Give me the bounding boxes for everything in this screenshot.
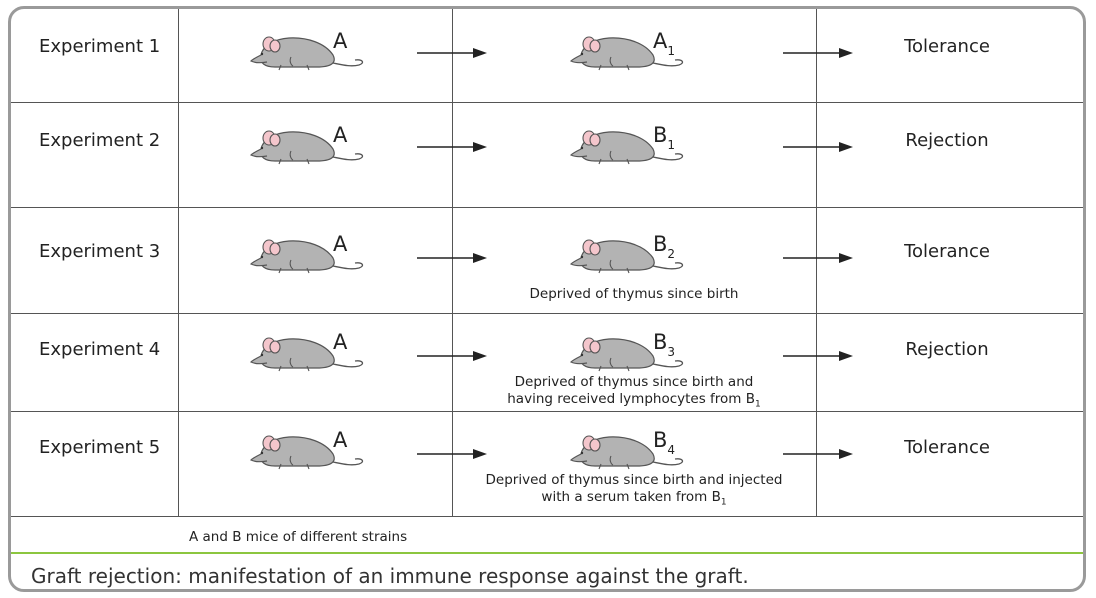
- note-line-2: with a serum taken from B1: [453, 489, 815, 509]
- mouse-icon: [247, 228, 367, 278]
- experiment-result: Tolerance: [847, 437, 1047, 458]
- note-subscript: 1: [721, 498, 727, 508]
- graft-rejection-caption: Graft rejection: manifestation of an imm…: [31, 564, 749, 588]
- recipient-mouse-strain-subscript: 2: [667, 247, 675, 261]
- recipient-mouse: B3: [567, 326, 697, 376]
- arrow-to-result: [783, 444, 855, 464]
- experiment-row: Experiment 2 A B1 Rejection: [11, 103, 1083, 207]
- donor-mouse: A: [247, 424, 377, 474]
- donor-mouse-strain-label: A: [333, 332, 347, 353]
- note-line-2: having received lymphocytes from B1: [453, 391, 815, 411]
- donor-mouse: A: [247, 119, 377, 169]
- recipient-mouse-strain-label: B1: [653, 125, 675, 149]
- mouse-icon: [247, 25, 367, 75]
- experiment-label: Experiment 3: [39, 241, 160, 262]
- arrow-to-recipient: [417, 444, 489, 464]
- recipient-mouse: A1: [567, 25, 697, 75]
- recipient-mouse-strain-subscript: 1: [667, 138, 675, 152]
- recipient-condition-note: Deprived of thymus since birth and injec…: [453, 472, 815, 509]
- mouse-icon: [247, 119, 367, 169]
- recipient-mouse: B2: [567, 228, 697, 278]
- experiment-result: Rejection: [847, 339, 1047, 360]
- arrow-to-result: [783, 137, 855, 157]
- note-line-1: Deprived of thymus since birth and injec…: [453, 472, 815, 489]
- mouse-icon: [247, 326, 367, 376]
- arrow-to-recipient: [417, 248, 489, 268]
- recipient-mouse-strain-label: B2: [653, 234, 675, 258]
- green-divider: [11, 552, 1083, 554]
- experiment-label: Experiment 5: [39, 437, 160, 458]
- donor-mouse: A: [247, 228, 377, 278]
- donor-mouse: A: [247, 25, 377, 75]
- donor-mouse-strain-label: A: [333, 125, 347, 146]
- arrow-to-recipient: [417, 346, 489, 366]
- note-subscript: 1: [755, 400, 761, 410]
- arrow-to-recipient: [417, 43, 489, 63]
- mouse-icon: [247, 424, 367, 474]
- experiment-result: Tolerance: [847, 241, 1047, 262]
- experiment-label: Experiment 1: [39, 36, 160, 57]
- donor-mouse-strain-label: A: [333, 234, 347, 255]
- recipient-mouse-strain-subscript: 4: [667, 443, 675, 457]
- donor-mouse-strain-label: A: [333, 430, 347, 451]
- arrow-to-recipient: [417, 137, 489, 157]
- arrow-to-result: [783, 43, 855, 63]
- experiment-label: Experiment 4: [39, 339, 160, 360]
- donor-mouse-strain-label: A: [333, 31, 347, 52]
- strain-footnote: A and B mice of different strains: [189, 529, 407, 545]
- experiment-result: Tolerance: [847, 36, 1047, 57]
- recipient-mouse-strain-label: B3: [653, 332, 675, 356]
- recipient-mouse-strain-subscript: 3: [667, 345, 675, 359]
- arrow-to-result: [783, 248, 855, 268]
- donor-mouse: A: [247, 326, 377, 376]
- recipient-mouse: B1: [567, 119, 697, 169]
- arrow-to-result: [783, 346, 855, 366]
- recipient-condition-note: Deprived of thymus since birth: [453, 286, 815, 303]
- experiment-result: Rejection: [847, 130, 1047, 151]
- recipient-mouse-strain-subscript: 1: [667, 44, 675, 58]
- recipient-mouse-strain-label: A1: [653, 31, 675, 55]
- note-line-1: Deprived of thymus since birth and: [453, 374, 815, 391]
- row-divider-5: [11, 516, 1083, 517]
- experiment-row: Experiment 1 A A1 Tolerance: [11, 9, 1083, 102]
- recipient-mouse: B4: [567, 424, 697, 474]
- note-line-1: Deprived of thymus since birth: [453, 286, 815, 303]
- recipient-mouse-strain-label: B4: [653, 430, 675, 454]
- experiment-label: Experiment 2: [39, 130, 160, 151]
